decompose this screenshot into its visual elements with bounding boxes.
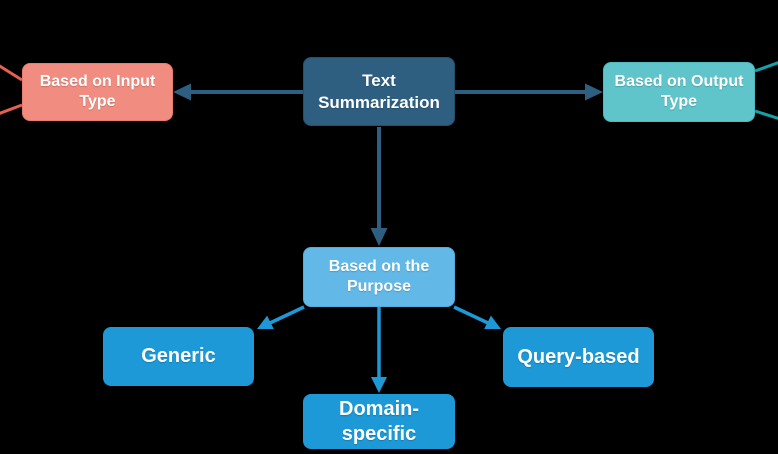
arrowhead-down-icon	[370, 228, 388, 246]
node-domain-specific-label: Domain-specific	[339, 397, 419, 445]
node-based-on-the-purpose-label: Based on the Purpose	[328, 258, 430, 295]
edge-purpose-to-domain	[371, 307, 387, 393]
arrowhead-down-icon	[371, 377, 387, 393]
node-query-based: Query-based	[503, 327, 654, 387]
arrowhead-left-icon	[173, 83, 191, 101]
node-text-summarization: Text Summarization	[303, 57, 455, 126]
arrowhead-down-left-icon	[257, 315, 274, 329]
node-text-summarization-label: Text Summarization	[318, 71, 440, 112]
edge-root-to-purpose	[370, 127, 388, 246]
edge-input-offscreen-top	[0, 64, 23, 82]
edge-root-to-output	[455, 83, 603, 101]
node-based-on-the-purpose: Based on the Purpose	[303, 247, 455, 307]
node-generic: Generic	[103, 327, 254, 386]
node-domain-specific: Domain-specific	[303, 394, 455, 449]
edge-output-offscreen-top	[754, 61, 778, 73]
node-based-on-output-type: Based on Output Type	[603, 62, 755, 122]
node-based-on-input-type: Based on Input Type	[22, 63, 173, 121]
arrowhead-down-right-icon	[484, 315, 501, 329]
edge-output-offscreen-bottom	[754, 109, 778, 120]
edge-input-offscreen-bottom	[0, 103, 23, 115]
arrowhead-right-icon	[585, 83, 603, 101]
edge-purpose-to-query	[453, 305, 501, 329]
edge-root-to-input	[173, 83, 303, 101]
node-based-on-output-type-label: Based on Output Type	[614, 73, 744, 110]
node-based-on-input-type-label: Based on Input Type	[39, 73, 156, 110]
node-query-based-label: Query-based	[517, 345, 640, 368]
edge-purpose-to-generic	[257, 305, 305, 329]
node-generic-label: Generic	[141, 345, 216, 367]
